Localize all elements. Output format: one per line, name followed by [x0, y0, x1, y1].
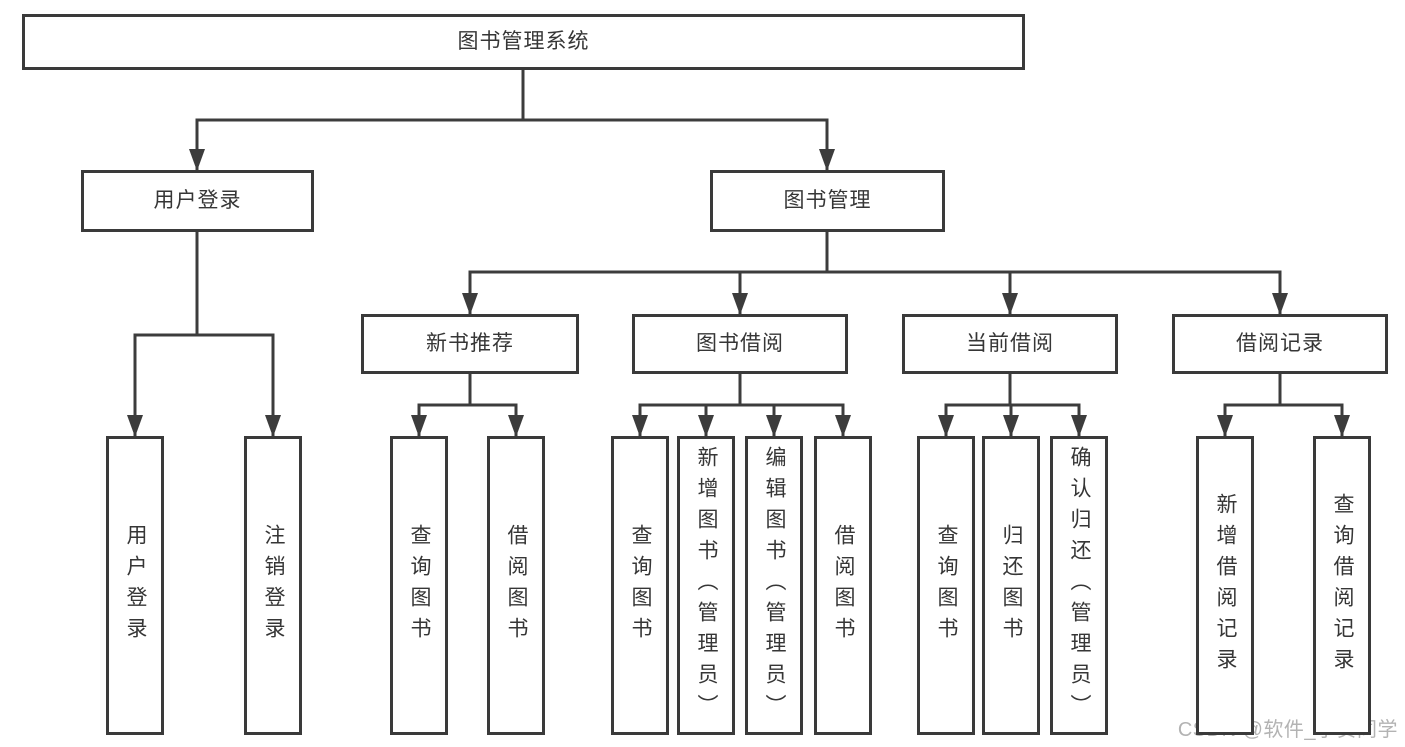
node-book-borrowing: 图书借阅 — [632, 314, 848, 374]
leaf-query-books-borrow: 查询图书 — [611, 436, 669, 735]
node-borrowing-records: 借阅记录 — [1172, 314, 1388, 374]
node-current-borrowing: 当前借阅 — [902, 314, 1118, 374]
connector-user-login-to-leaves — [127, 230, 281, 438]
leaf-confirm-return-admin: 确认归还（管理员） — [1050, 436, 1108, 735]
leaf-query-books-current: 查询图书 — [917, 436, 975, 735]
connector-book-mgmt-to-level3 — [462, 230, 1288, 316]
leaf-add-books-admin: 新增图书（管理员） — [677, 436, 735, 735]
leaf-borrow-books-recommend: 借阅图书 — [487, 436, 545, 735]
leaf-logout: 注销登录 — [244, 436, 302, 735]
leaf-return-books: 归还图书 — [982, 436, 1040, 735]
node-library-management-system: 图书管理系统 — [22, 14, 1025, 70]
leaf-edit-books-admin: 编辑图书（管理员） — [745, 436, 803, 735]
leaf-user-login: 用户登录 — [106, 436, 164, 735]
connector-current-borrow-to-leaves — [938, 372, 1087, 438]
connector-book-borrow-to-leaves — [632, 372, 851, 438]
connector-new-book-rec-to-leaves — [411, 372, 524, 438]
leaf-query-books-recommend: 查询图书 — [390, 436, 448, 735]
node-book-management: 图书管理 — [710, 170, 945, 232]
leaf-query-borrow-record: 查询借阅记录 — [1313, 436, 1371, 735]
connector-root-to-level2 — [189, 68, 835, 172]
leaf-borrow-books: 借阅图书 — [814, 436, 872, 735]
node-user-login: 用户登录 — [81, 170, 314, 232]
node-new-book-recommendation: 新书推荐 — [361, 314, 579, 374]
connector-borrow-records-to-leaves — [1217, 372, 1350, 438]
leaf-add-borrow-record: 新增借阅记录 — [1196, 436, 1254, 735]
